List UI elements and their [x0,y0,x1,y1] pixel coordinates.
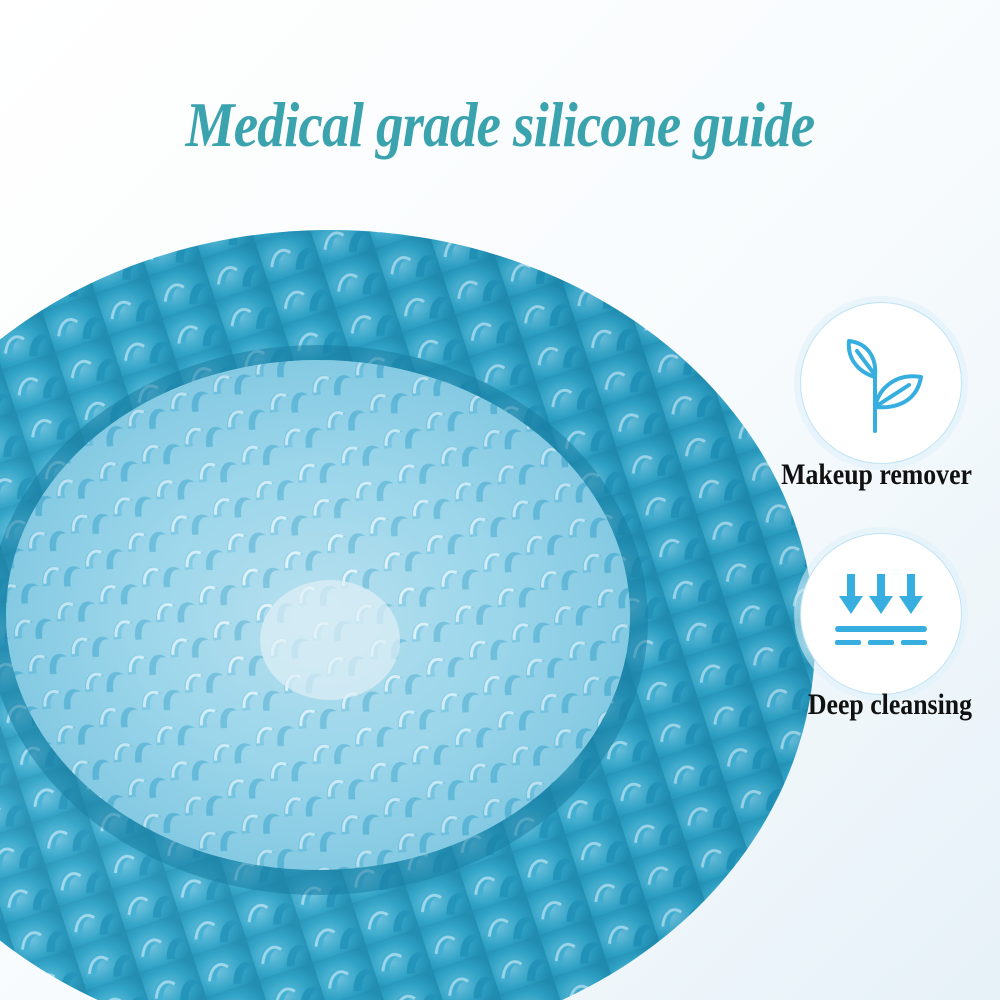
feature-label-makeup-remover: Makeup remover [781,458,972,491]
headline: Medical grade silicone guide [185,89,816,160]
feature-icon-makeup-remover [800,302,962,464]
leaf-icon [846,339,923,433]
feature-icon-deep-cleansing [800,533,962,695]
deep-cleansing-arrows-icon [835,574,927,645]
feature-label-deep-cleansing: Deep cleansing [807,688,972,721]
